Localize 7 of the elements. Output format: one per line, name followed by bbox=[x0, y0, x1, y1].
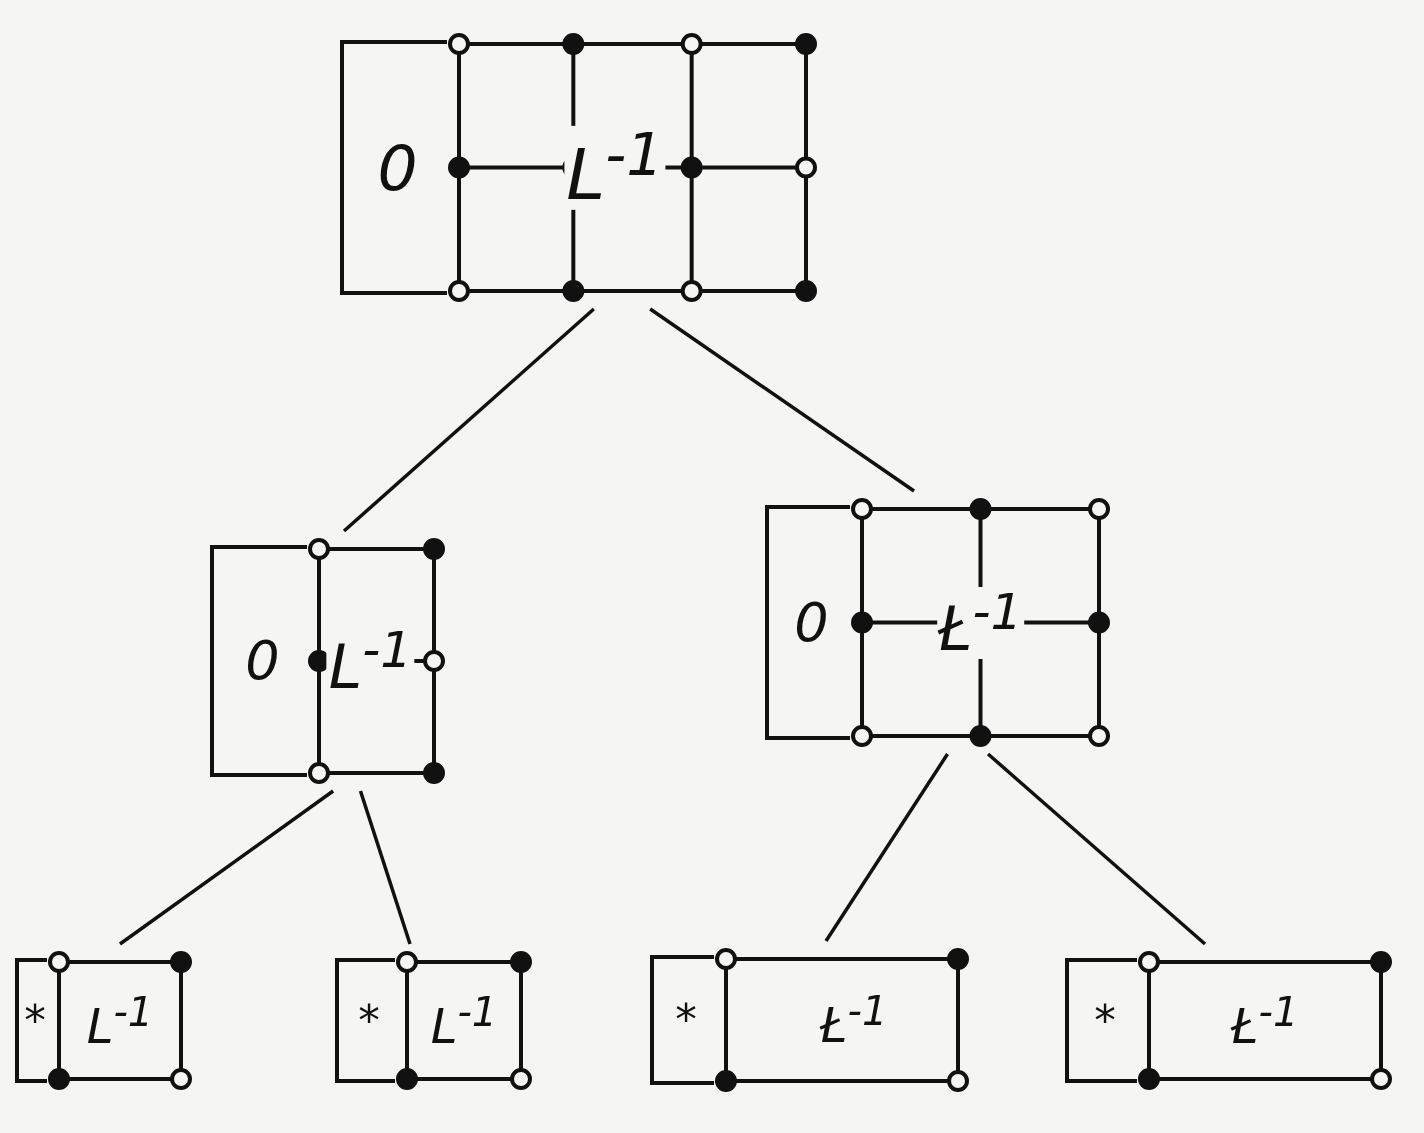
tree-edge bbox=[649, 307, 915, 493]
tree-edge bbox=[118, 789, 335, 946]
tree-edge bbox=[358, 790, 412, 945]
tree-edge bbox=[824, 753, 949, 942]
tree-edge bbox=[342, 307, 595, 533]
grid-label: Ł$^{-1}$ bbox=[936, 586, 1025, 659]
tree-edge bbox=[986, 752, 1207, 946]
